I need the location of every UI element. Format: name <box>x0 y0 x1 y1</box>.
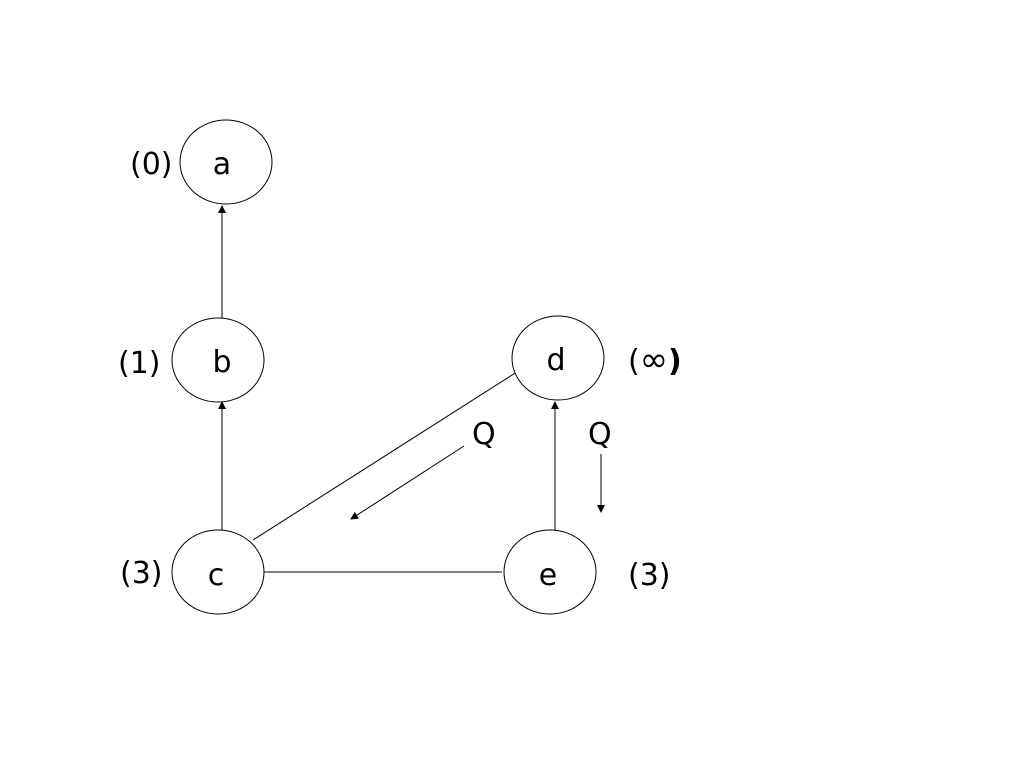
node-e-distance: (3) <box>628 558 671 593</box>
q-left-label: Q <box>472 417 496 452</box>
q-left-arrow <box>350 445 465 520</box>
q-right-label: Q <box>588 417 612 452</box>
node-e-ellipse <box>503 529 597 615</box>
node-b: b <box>171 317 265 403</box>
node-d-distance-close: ) <box>668 344 682 379</box>
node-d-distance-value: ∞ <box>640 340 668 380</box>
node-a-ellipse <box>179 119 273 205</box>
node-d-distance: (∞) <box>628 340 682 380</box>
node-c-distance: (3) <box>120 556 163 591</box>
node-c-label: c <box>208 558 225 593</box>
node-e: e <box>503 529 597 615</box>
node-d-distance-open: ( <box>628 344 640 379</box>
node-a-label: a <box>213 147 231 182</box>
node-b-distance: (1) <box>118 346 161 381</box>
node-a-distance: (0) <box>130 147 173 182</box>
node-c: c <box>171 529 265 615</box>
node-e-label: e <box>539 558 557 593</box>
node-d-ellipse <box>511 315 605 401</box>
node-d: d <box>511 315 605 401</box>
node-b-ellipse <box>171 317 265 403</box>
node-a: a <box>179 119 273 205</box>
node-d-label: d <box>546 343 565 378</box>
node-c-ellipse <box>171 529 265 615</box>
edge-c-d <box>252 369 521 541</box>
node-b-label: b <box>212 345 231 380</box>
